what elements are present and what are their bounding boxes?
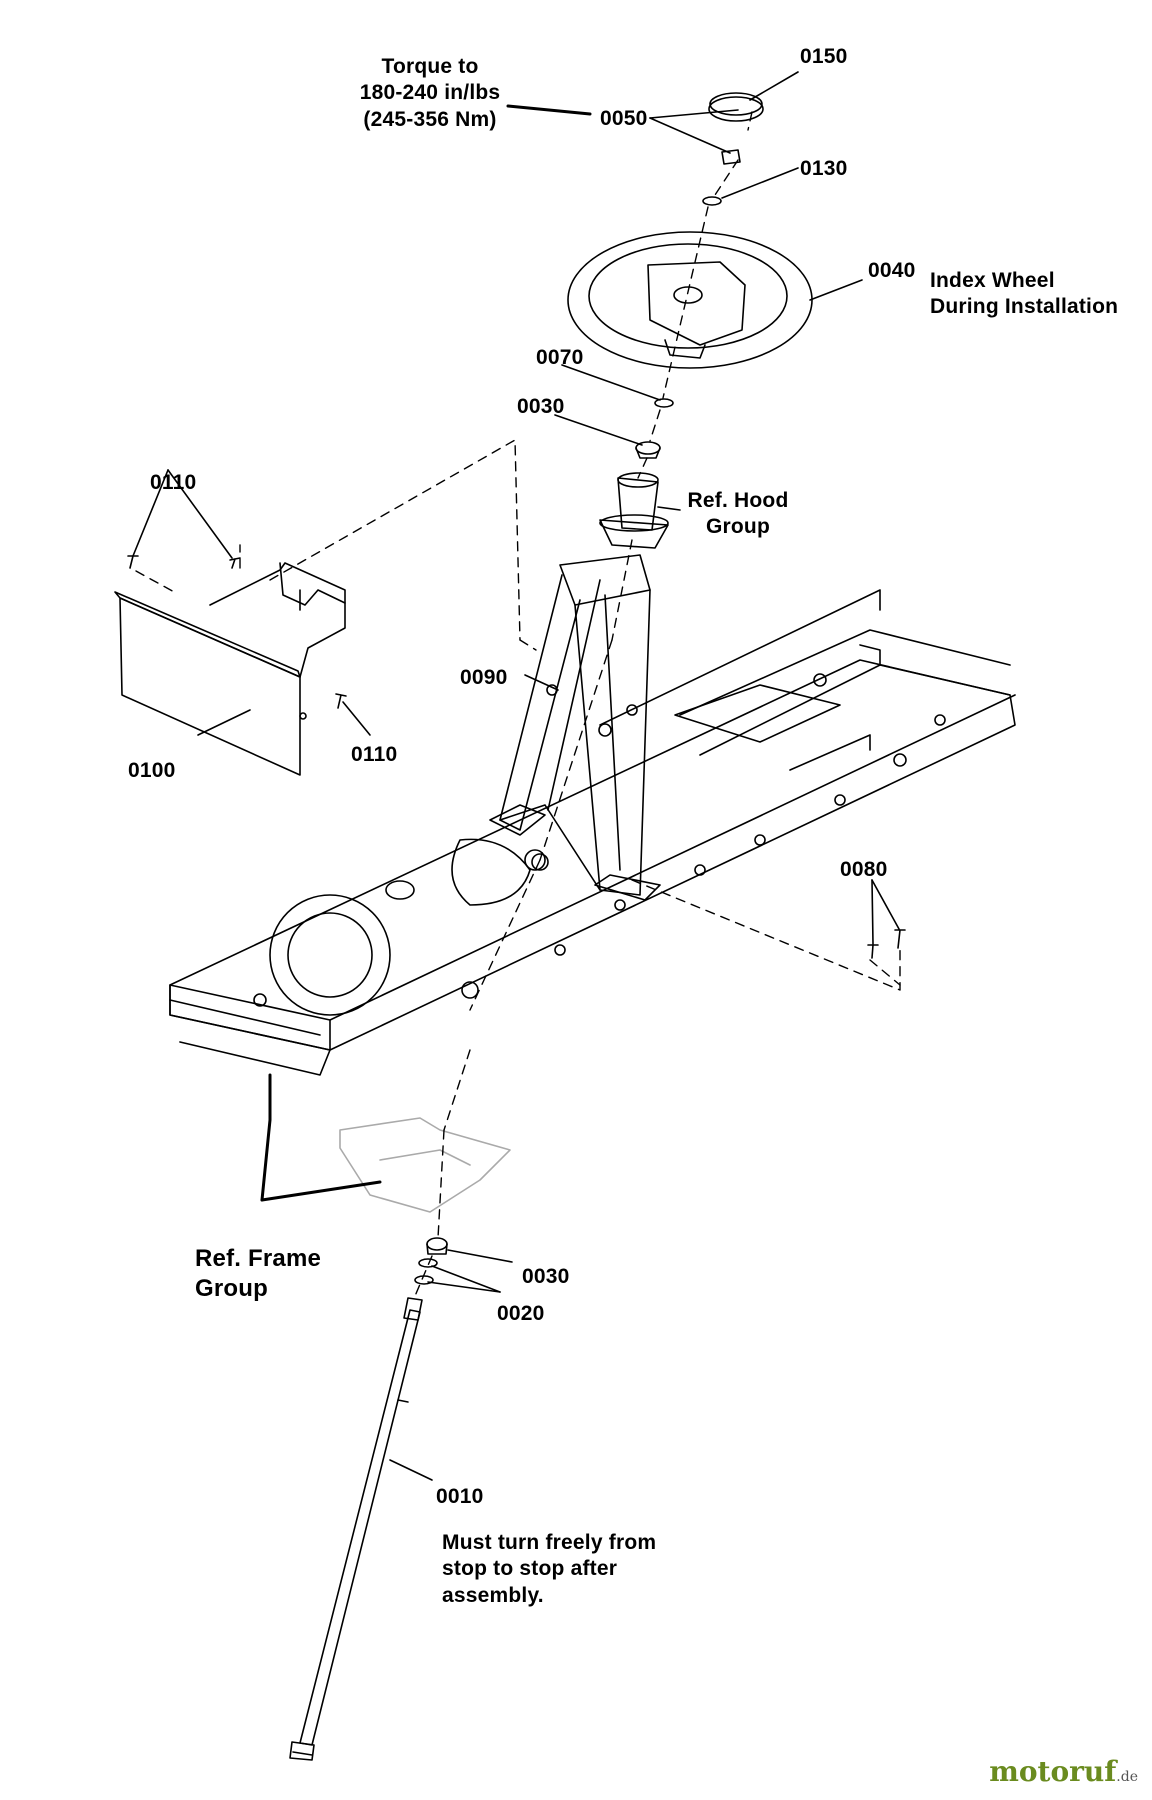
upper-bearing-part (635, 441, 661, 459)
hood-bushing (599, 472, 669, 549)
part-label-0150: 0150 (800, 45, 848, 68)
steering-wheel-part (567, 231, 813, 369)
turn-freely-note-line-2: stop to stop after (442, 1557, 618, 1581)
dash-tower-part (489, 554, 661, 901)
dashed-guides (135, 111, 901, 1297)
screw-0110-bottom (335, 693, 347, 709)
turn-freely-note-line-1: Must turn freely from (442, 1531, 657, 1554)
ref-hood-note: Ref. Hood Group (683, 488, 793, 541)
frame-holes (253, 673, 946, 1016)
ref-frame-note: Ref. Frame Group (195, 1244, 321, 1304)
part-label-0130: 0130 (800, 157, 848, 180)
ref-frame-note-line-1: Ref. Frame (195, 1245, 322, 1272)
screw-0110-right (229, 557, 241, 569)
snap-ring-part (654, 398, 674, 408)
part-label-0050: 0050 (600, 107, 648, 130)
index-wheel-note: Index Wheel During Installation (930, 268, 1118, 321)
dash-panel-part (114, 562, 346, 776)
turn-freely-note: Must turn freely from stop to stop after… (442, 1530, 656, 1609)
part-label-0030-bottom: 0030 (522, 1265, 570, 1288)
watermark-suffix: .de (1116, 1769, 1138, 1785)
part-label-0020: 0020 (497, 1302, 545, 1325)
hub-cap-part (708, 92, 764, 122)
index-wheel-note-line-1: Index Wheel (930, 269, 1055, 292)
lower-bracket (339, 1117, 511, 1213)
part-label-0040: 0040 (868, 259, 916, 282)
part-label-0070: 0070 (536, 346, 584, 369)
screw-0080-left (867, 944, 879, 959)
torque-note: Torque to 180-240 in/lbs (245-356 Nm) (355, 54, 505, 133)
screw-0080-right (894, 929, 906, 949)
watermark-brand: motoruf (989, 1755, 1117, 1788)
torque-note-line-2: 180-240 in/lbs (359, 81, 501, 105)
turn-freely-note-line-3: assembly. (442, 1583, 544, 1607)
part-label-0110-bottom: 0110 (351, 743, 398, 766)
part-label-0010: 0010 (436, 1485, 484, 1508)
nut-part (721, 149, 741, 165)
part-label-0110-top: 0110 (150, 471, 197, 494)
washer-part (702, 196, 722, 206)
part-label-0090: 0090 (460, 666, 508, 689)
torque-note-line-1: Torque to (381, 55, 479, 78)
part-label-0030-top: 0030 (517, 395, 565, 418)
frame (169, 589, 1016, 1076)
index-wheel-note-line-2: During Installation (930, 295, 1119, 319)
ref-hood-note-line-2: Group (706, 515, 770, 539)
watermark-logo: motoruf.de (989, 1755, 1138, 1788)
ref-hood-note-line-1: Ref. Hood (687, 489, 789, 512)
steering-shaft-part (289, 1297, 423, 1761)
part-label-0080: 0080 (840, 858, 888, 881)
ref-frame-note-line-2: Group (195, 1275, 268, 1302)
part-label-0100: 0100 (128, 759, 176, 782)
leader-lines (132, 71, 900, 1481)
torque-note-line-3: (245-356 Nm) (363, 107, 497, 131)
screw-0110-left (127, 555, 139, 569)
lower-bearing-part (426, 1237, 448, 1255)
